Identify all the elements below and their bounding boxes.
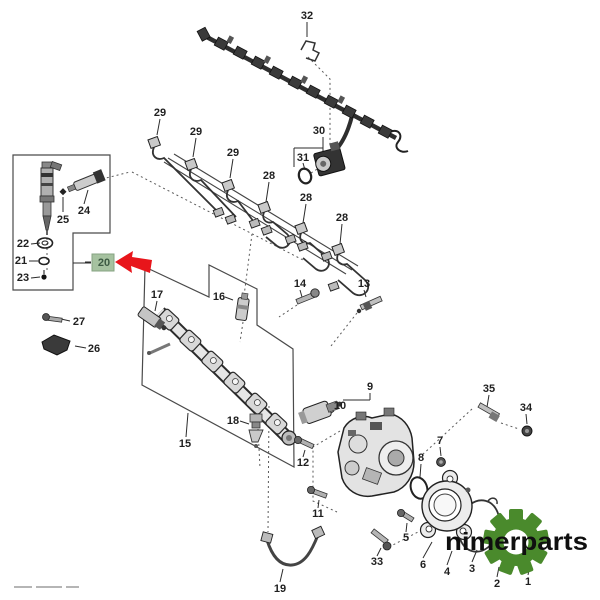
oring-part-21 — [38, 256, 50, 266]
bolt-part-12 — [293, 435, 315, 450]
plate-part-6 — [419, 469, 473, 541]
part-label-26: 26 — [88, 343, 100, 355]
part-label-13: 13 — [358, 278, 370, 290]
part-label-14: 14 — [294, 278, 307, 290]
part-label-30: 30 — [313, 125, 325, 137]
arrow-left-icon — [115, 251, 152, 273]
bolt-part-14 — [295, 288, 320, 305]
part-label-31: 31 — [297, 152, 309, 164]
watermark: nimerparts — [445, 509, 588, 575]
footer-marks — [14, 586, 79, 588]
bolt-part-5 — [396, 508, 415, 523]
part-label-8: 8 — [418, 452, 424, 464]
leader-boxes — [12, 154, 295, 469]
part-label-32: 32 — [301, 10, 313, 22]
valve-part-18 — [248, 413, 264, 448]
fitting-part-16 — [235, 292, 250, 321]
part-label-29: 29 — [190, 126, 202, 138]
part-label-33: 33 — [371, 556, 383, 568]
highlight-callout: 20 — [73, 251, 152, 273]
part-label-7: 7 — [437, 435, 443, 447]
part-label-12: 12 — [297, 457, 309, 469]
pump-part — [337, 407, 415, 498]
stud-part-35 — [477, 402, 501, 422]
part-label-27: 27 — [73, 316, 85, 328]
pipe-part-19 — [260, 525, 326, 567]
part-label-25: 25 — [57, 214, 69, 226]
washer-part-22 — [36, 237, 54, 249]
part-label-11: 11 — [312, 508, 324, 520]
part-label-4: 4 — [444, 566, 451, 578]
connector-part-30 — [313, 141, 346, 177]
bolt-part-27 — [42, 313, 63, 323]
fuel-rail-part — [137, 292, 297, 448]
nozzle-part-24 — [66, 169, 106, 193]
part-label-5: 5 — [403, 532, 409, 544]
part-label-16: 16 — [213, 291, 225, 303]
part-label-3: 3 — [469, 563, 475, 575]
sensor-part-17 — [137, 306, 167, 331]
clip-part-32 — [300, 40, 321, 62]
clamp-part-26 — [41, 334, 71, 356]
part-label-21: 21 — [15, 255, 27, 267]
part-label-29: 29 — [154, 107, 166, 119]
part-label-22: 22 — [17, 238, 29, 250]
bolt-part-11 — [306, 485, 328, 499]
part-label-9: 9 — [367, 381, 373, 393]
part-label-2: 2 — [494, 578, 500, 590]
part-label-19: 19 — [274, 583, 286, 595]
fitting-part-13 — [356, 295, 383, 314]
oring-part-31 — [297, 167, 313, 185]
part-23 — [41, 270, 47, 280]
part-label-28: 28 — [336, 212, 348, 224]
part-label-17: 17 — [151, 289, 163, 301]
part-label-1: 1 — [525, 576, 531, 588]
part-label-6: 6 — [420, 559, 426, 571]
part-label-35: 35 — [483, 383, 495, 395]
solenoid-part-10 — [298, 400, 343, 425]
part-label-10: 10 — [334, 400, 346, 412]
part-label-24: 24 — [78, 205, 91, 217]
part-label-34: 34 — [520, 402, 533, 414]
nut-part-34 — [521, 425, 533, 437]
nut-part-7 — [436, 457, 446, 467]
part-label-28: 28 — [300, 192, 312, 204]
highlighted-part-box[interactable] — [91, 253, 115, 272]
fuel-lines-parts — [147, 135, 370, 297]
dot-part-25 — [59, 188, 67, 196]
wiring-harness-part — [196, 26, 409, 154]
stud-part-33 — [370, 528, 392, 551]
part-label-23: 23 — [17, 272, 29, 284]
part-label-18: 18 — [227, 415, 239, 427]
highlighted-part-label: 20 — [98, 257, 110, 269]
part-label-29: 29 — [227, 147, 239, 159]
injector-part — [39, 160, 63, 235]
part-label-15: 15 — [179, 438, 191, 450]
gear-icon — [482, 509, 550, 575]
watermark-text: nimerparts — [445, 528, 588, 556]
part-label-28: 28 — [263, 170, 275, 182]
